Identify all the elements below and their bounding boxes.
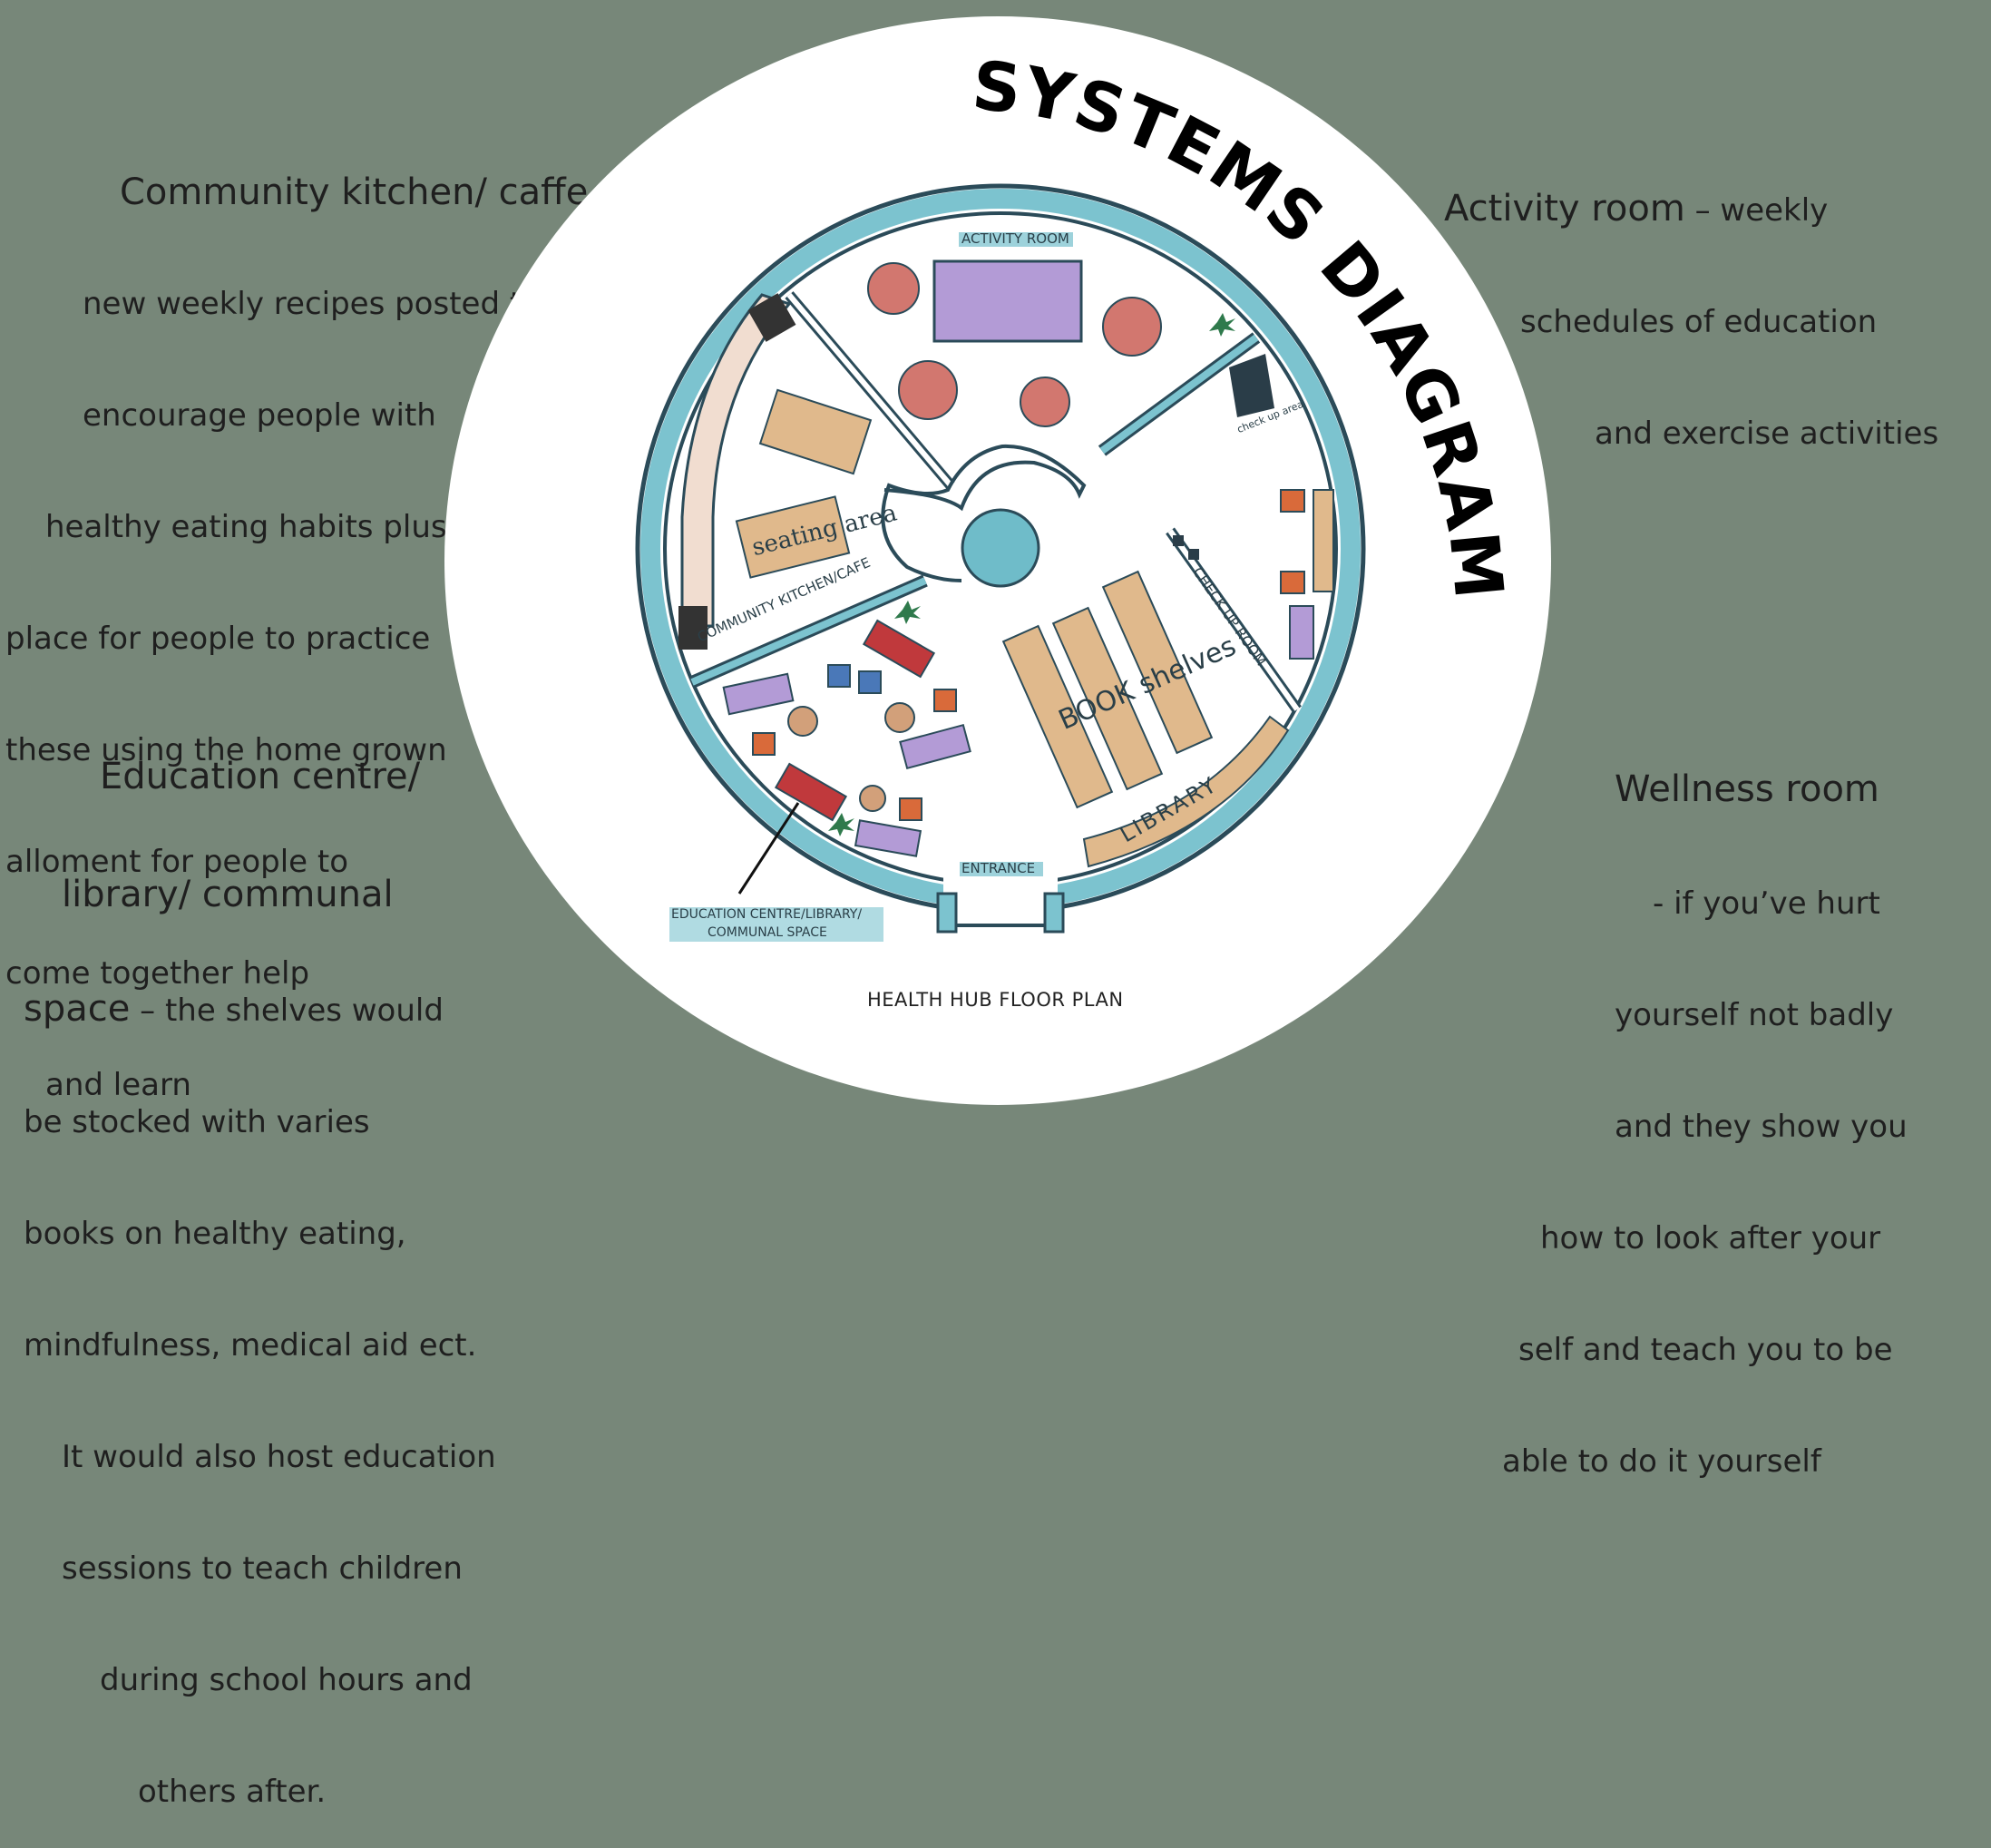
label-highlight	[960, 862, 1043, 876]
entrance-gap	[943, 875, 1058, 921]
kitchen-counter	[680, 293, 792, 628]
side-table	[787, 706, 818, 737]
seating-table	[758, 388, 873, 475]
activity-table	[1020, 376, 1070, 427]
education-line: It would also host education	[62, 1439, 496, 1475]
book-shelf	[1101, 570, 1214, 755]
partition-wall	[786, 293, 953, 487]
central-fountain	[961, 508, 1040, 588]
check-up-counter	[1229, 354, 1274, 417]
side-table	[884, 702, 915, 733]
entrance-door-right	[1043, 892, 1065, 934]
book-shelf	[1051, 606, 1164, 791]
label-highlight	[669, 907, 883, 942]
entrance-label: ENTRANCE	[961, 860, 1036, 876]
education-line: others after.	[138, 1774, 327, 1810]
wellness-line: self and teach you to be	[1518, 1332, 1893, 1368]
plant-icon	[828, 813, 854, 836]
floor-plan	[635, 183, 1366, 942]
chair	[1280, 489, 1305, 513]
chair	[1188, 549, 1199, 560]
sofa	[854, 819, 922, 857]
floor-plan-caption: HEALTH HUB FLOOR PLAN	[867, 989, 1124, 1011]
education-line: sessions to teach children	[62, 1550, 463, 1587]
education-heading: library/ communal	[62, 874, 394, 915]
central-hub	[881, 444, 1087, 582]
entrance-door-left	[936, 892, 958, 934]
kitchen-line: alloment for people to	[5, 844, 349, 880]
education-line: – the shelves would	[130, 992, 444, 1029]
bed	[1313, 489, 1334, 592]
activity-room-label: ACTIVITY ROOM	[961, 230, 1069, 247]
activity-heading: Activity room	[1444, 188, 1685, 230]
bed	[1289, 605, 1314, 660]
sofa	[899, 723, 971, 770]
wellness-line: yourself not badly	[1615, 997, 1894, 1033]
education-label-1: EDUCATION CENTRE/LIBRARY/	[671, 907, 863, 922]
chair	[933, 689, 957, 712]
kitchen-line: come together help	[5, 955, 310, 992]
stove-icon	[747, 293, 796, 342]
seating-table	[735, 495, 851, 579]
education-line: books on healthy eating,	[24, 1216, 406, 1252]
wellness-line: - if you’ve hurt	[1653, 885, 1880, 922]
partition-wall	[1099, 334, 1259, 455]
library-desk	[1082, 715, 1290, 868]
sofa	[722, 672, 795, 716]
education-line: during school hours and	[100, 1662, 473, 1698]
activity-mat	[932, 259, 1083, 343]
chair	[858, 670, 882, 694]
chair	[827, 664, 851, 688]
kitchen-line: place for people to practice	[5, 621, 431, 657]
chair	[1173, 535, 1184, 546]
kitchen-line: these using the home grown	[5, 732, 447, 768]
kitchen-note: Community kitchen/ caffe – new weekly re…	[5, 100, 618, 1141]
chair	[752, 732, 776, 756]
activity-line: – weekly	[1684, 192, 1829, 229]
activity-note: Activity room – weekly schedules of educ…	[1444, 116, 1938, 490]
activity-line: schedules of education	[1520, 304, 1878, 340]
chair	[899, 797, 922, 821]
kitchen-line: encourage people with	[83, 397, 436, 434]
activity-table	[867, 262, 920, 315]
activity-line: and exercise activities	[1595, 416, 1939, 452]
stove-icon	[678, 606, 708, 650]
education-label-2: COMMUNAL SPACE	[708, 925, 827, 940]
label-highlight	[959, 232, 1073, 247]
book-shelf	[1001, 624, 1114, 809]
chair	[1280, 571, 1305, 594]
wellness-line: able to do it yourself	[1502, 1443, 1821, 1480]
education-line: mindfulness, medical aid ect.	[24, 1327, 477, 1364]
activity-table	[898, 360, 958, 420]
wellness-line: how to look after your	[1540, 1220, 1881, 1256]
sofa	[774, 762, 848, 822]
plant-icon	[1209, 313, 1235, 337]
partition-wall	[1167, 529, 1300, 711]
plant-icon	[894, 601, 921, 624]
kitchen-line: and learn	[45, 1067, 191, 1103]
pointer-line	[737, 802, 800, 895]
sofa	[862, 619, 936, 679]
wellness-heading: Wellness room	[1615, 768, 1879, 810]
partition-wall	[690, 577, 927, 686]
activity-table	[1102, 297, 1162, 357]
education-heading: Education centre/	[100, 756, 421, 797]
education-heading: space	[24, 988, 131, 1030]
side-table	[859, 785, 886, 812]
